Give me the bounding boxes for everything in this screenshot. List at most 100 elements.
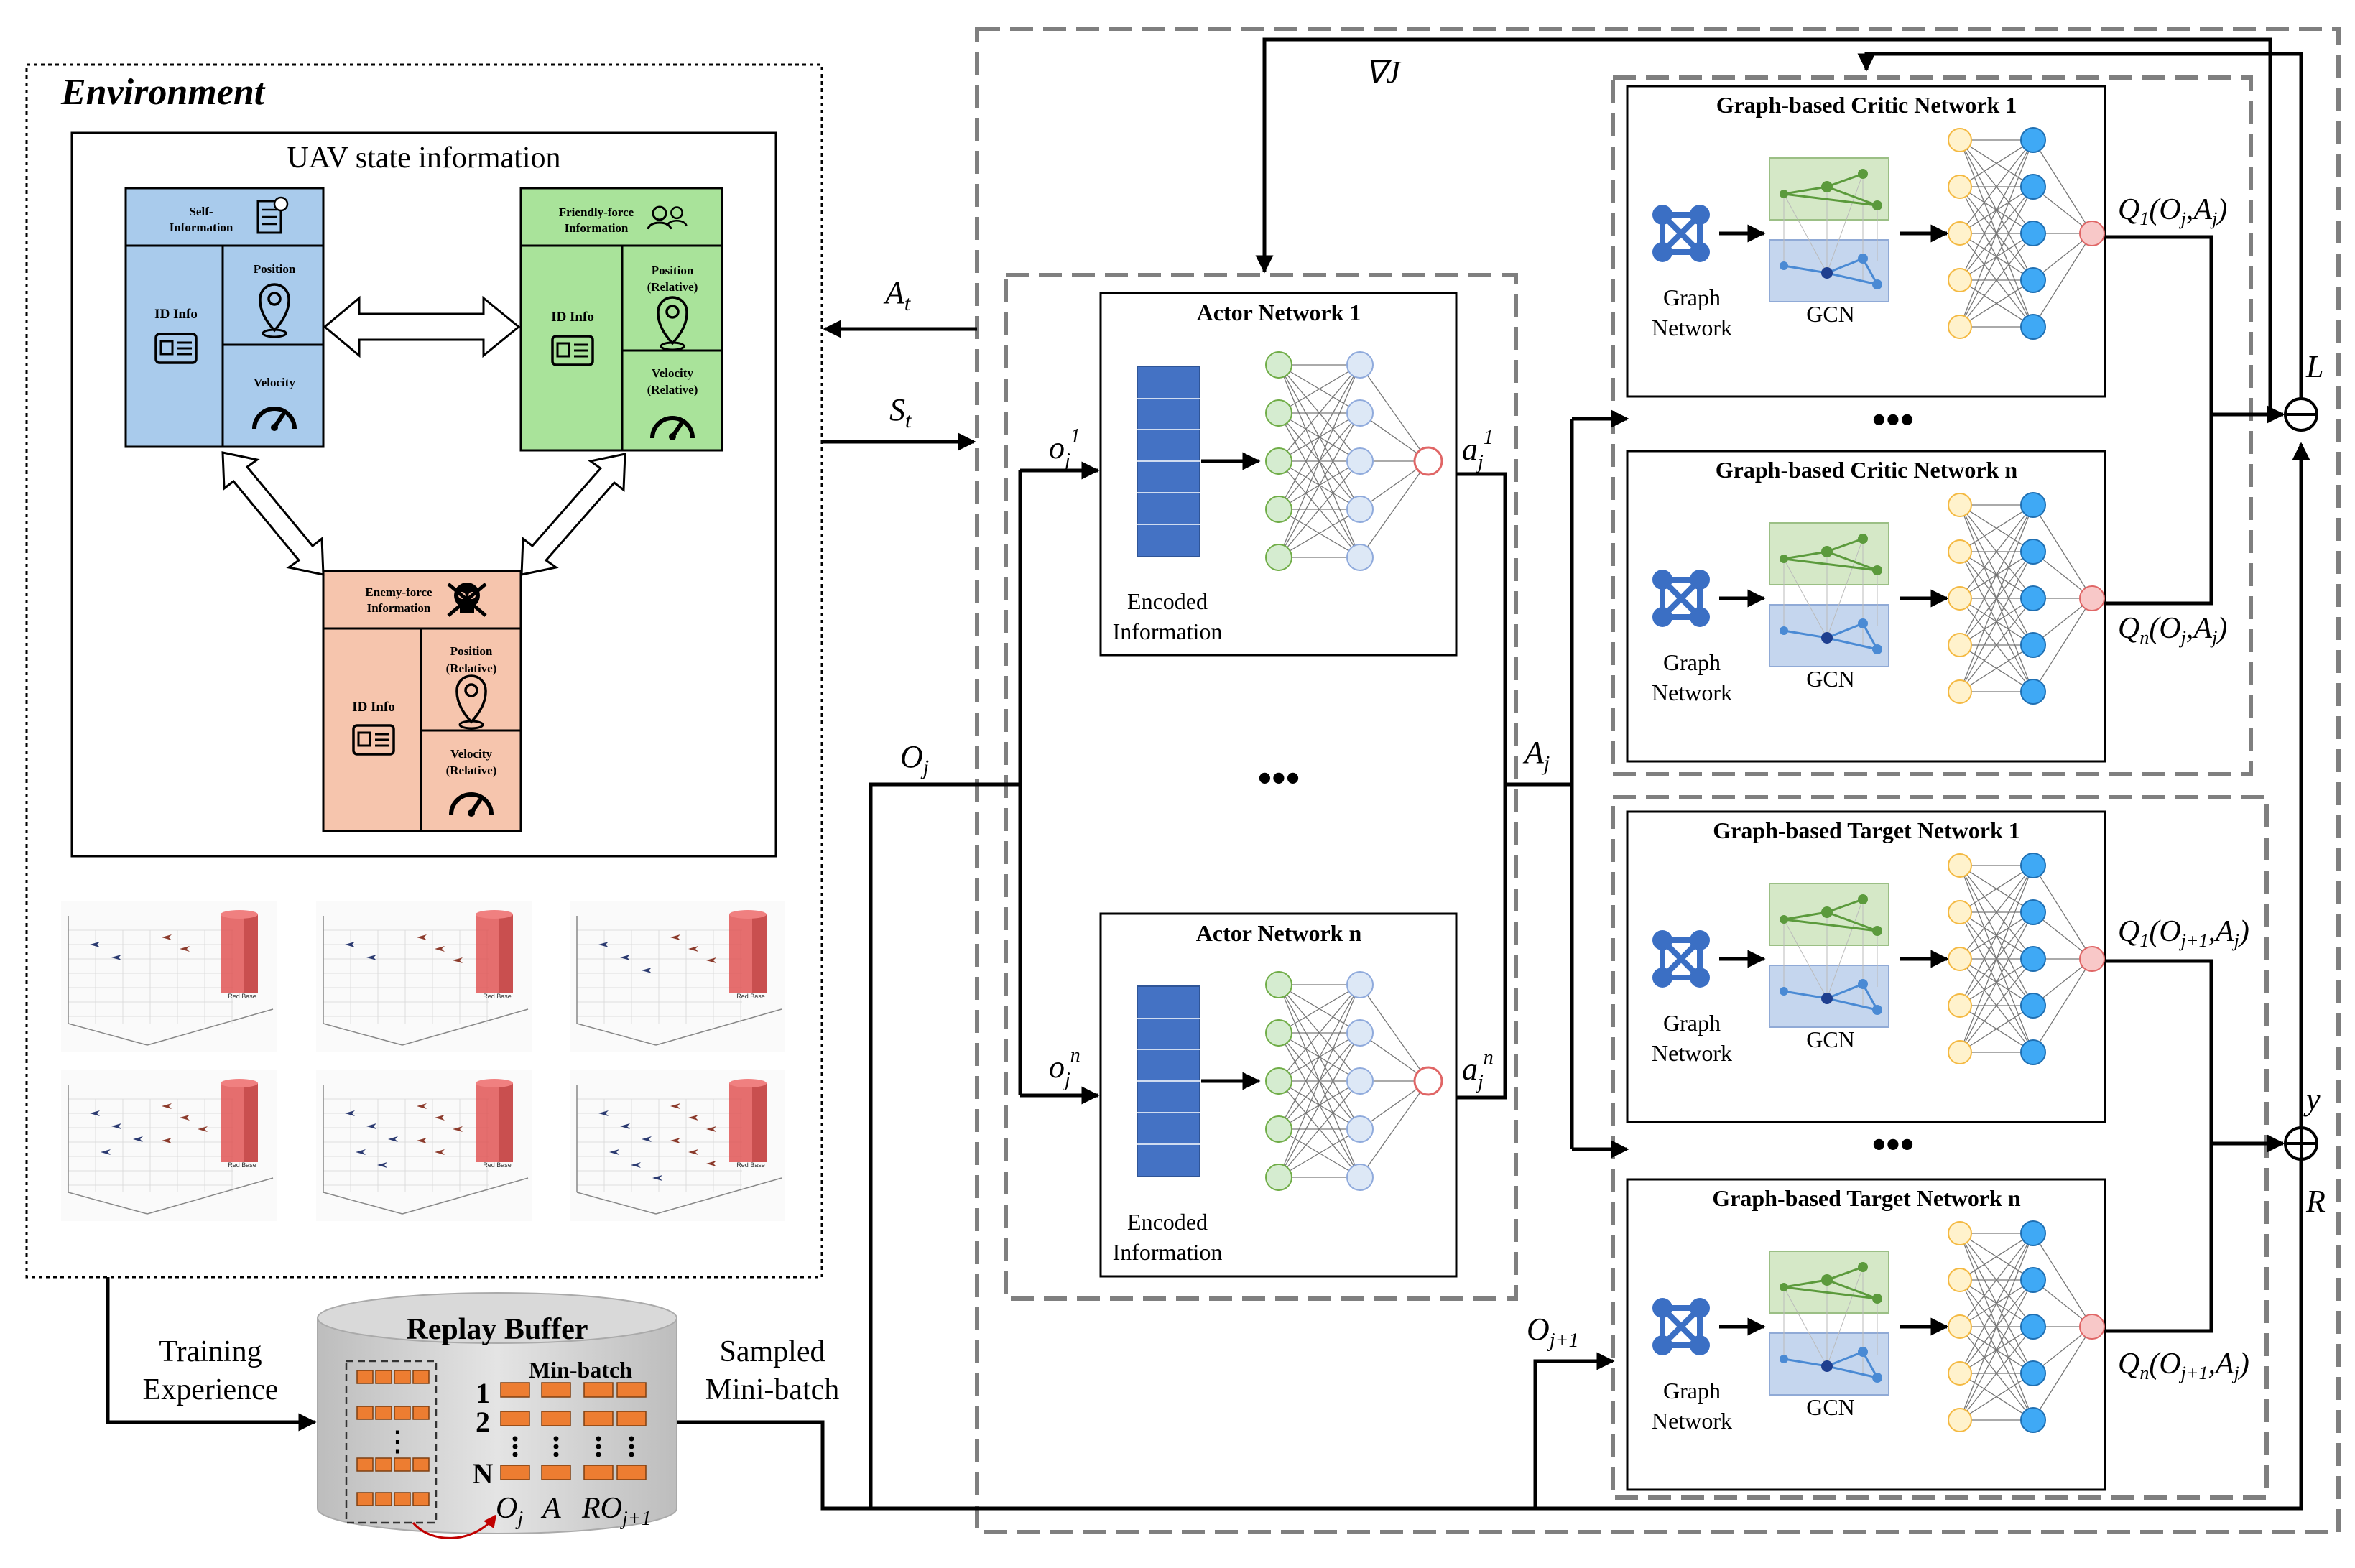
buffer-slot <box>394 1370 411 1384</box>
hidden-neuron <box>2020 267 2046 293</box>
output-neuron <box>1413 446 1443 476</box>
buffer-slots <box>356 1370 430 1506</box>
blue-uav <box>620 955 630 960</box>
s-t-label: St <box>889 392 912 432</box>
hidden-neuron <box>2020 1267 2046 1293</box>
hidden-neuron <box>2020 679 2046 705</box>
loss-label: L <box>2305 349 2323 384</box>
red-uav <box>453 957 463 963</box>
critic-network-1: Graph-based Critic Network 1GraphNetwork… <box>1626 85 2106 398</box>
qt1-line <box>2105 959 2285 1153</box>
buffer-slot <box>375 1457 392 1472</box>
critic-network-n: Graph-based Critic Network nGraphNetwork… <box>1626 450 2106 763</box>
hidden-neuron <box>2020 632 2046 658</box>
output-neuron <box>1413 1066 1443 1096</box>
self-friendly-arrow <box>323 295 521 358</box>
red-uav <box>180 1115 190 1121</box>
input-neuron <box>1265 1115 1292 1143</box>
input-neuron <box>1948 221 1972 246</box>
minibatch-slot <box>500 1411 530 1426</box>
enemy-position-label: Position <box>450 644 493 658</box>
input-neuron <box>1948 586 1972 611</box>
buffer-slot <box>356 1370 374 1384</box>
buffer-slot <box>412 1370 430 1384</box>
o-j1-arrow <box>1533 1352 1615 1508</box>
enemy-info-title-2: Information <box>367 601 431 615</box>
o-j-n-label: ojn <box>1049 1044 1081 1091</box>
friendly-position-label: Position <box>652 264 694 277</box>
hidden-neuron <box>1346 351 1374 379</box>
input-neuron <box>1948 633 1972 657</box>
red-uav <box>417 934 427 940</box>
learner-frame <box>975 27 2341 1534</box>
minibatch-slot <box>583 1465 614 1480</box>
buffer-slot <box>356 1492 374 1506</box>
hidden-neuron <box>1346 496 1374 523</box>
simulation-snapshot: Red Base <box>61 1070 277 1221</box>
input-neuron <box>1948 1361 1972 1386</box>
red-uav <box>688 946 698 952</box>
actor-network-n: Actor Network n Encoded Information <box>1099 912 1458 1278</box>
hidden-neuron <box>2020 1314 2046 1340</box>
training-experience-line <box>106 1277 317 1432</box>
sampled-minibatch-1: Sampled <box>720 1335 825 1368</box>
minibatch-slot <box>541 1465 571 1480</box>
red-uav <box>435 946 445 952</box>
graph-network-icon <box>1652 205 1710 262</box>
q1-label: Q1(Oj,Aj) <box>2118 193 2227 229</box>
blue-uav <box>111 1123 121 1129</box>
training-experience-1: Training <box>159 1335 262 1368</box>
gcn-label: GCN <box>1806 666 1855 692</box>
self-velocity-label: Velocity <box>254 376 295 389</box>
critic-network-1-title: Graph-based Critic Network 1 <box>1716 92 2017 118</box>
training-experience-2: Experience <box>143 1373 279 1406</box>
q-output-neuron <box>2079 585 2105 611</box>
actor-1-title: Actor Network 1 <box>1197 300 1361 325</box>
target-network-1-title: Graph-based Target Network 1 <box>1713 817 2020 843</box>
blue-uav <box>345 1110 355 1116</box>
input-neuron <box>1948 268 1972 292</box>
minibatch-slot <box>541 1411 571 1426</box>
enemy-position-relative: (Relative) <box>446 662 497 675</box>
input-neuron <box>1265 1164 1292 1191</box>
input-neuron <box>1948 1314 1972 1339</box>
minibatch-slots <box>500 1382 647 1480</box>
field-o-j: Oj <box>496 1492 523 1530</box>
hidden-neuron <box>2020 946 2046 972</box>
input-neuron <box>1948 947 1972 971</box>
y-label: y <box>2303 1082 2321 1117</box>
blue-uav <box>111 955 121 960</box>
hidden-neuron <box>2020 585 2046 611</box>
grad-j-label: ∇J <box>1365 55 1402 90</box>
input-neuron <box>1948 128 1972 152</box>
minibatch-slot <box>616 1411 647 1426</box>
hidden-neuron <box>1346 971 1374 998</box>
blue-uav <box>598 942 609 947</box>
red-uav <box>706 1126 716 1132</box>
red-uav <box>453 1126 463 1132</box>
actor-ellipsis: ••• <box>1258 756 1300 801</box>
red-uav <box>180 946 190 952</box>
hidden-neuron <box>2020 853 2046 878</box>
buffer-slot <box>412 1492 430 1506</box>
buffer-slot <box>375 1406 392 1420</box>
replay-buffer-title: Replay Buffer <box>406 1313 588 1346</box>
gcn-label: GCN <box>1806 1026 1855 1052</box>
hidden-neuron <box>2020 993 2046 1019</box>
red-base-label: Red Base <box>483 993 512 1000</box>
minibatch-slot <box>500 1465 530 1480</box>
input-neuron <box>1948 539 1972 564</box>
uav-state-title: UAV state information <box>287 142 560 175</box>
input-neuron <box>1948 493 1972 517</box>
self-position-label: Position <box>254 262 296 276</box>
q1-line <box>2105 235 2285 424</box>
graph-network-label-2: Network <box>1652 1040 1732 1066</box>
input-neuron <box>1948 1268 1972 1292</box>
buffer-slot <box>394 1492 411 1506</box>
critic-ellipsis: ••• <box>1872 398 1915 442</box>
graph-network-label-2: Network <box>1652 1408 1732 1434</box>
input-neuron <box>1265 544 1292 571</box>
self-info-title-1: Self- <box>189 205 213 218</box>
encoded-info-1a: Encoded <box>1127 588 1208 614</box>
field-r-o-j1: ROj+1 <box>581 1492 652 1530</box>
